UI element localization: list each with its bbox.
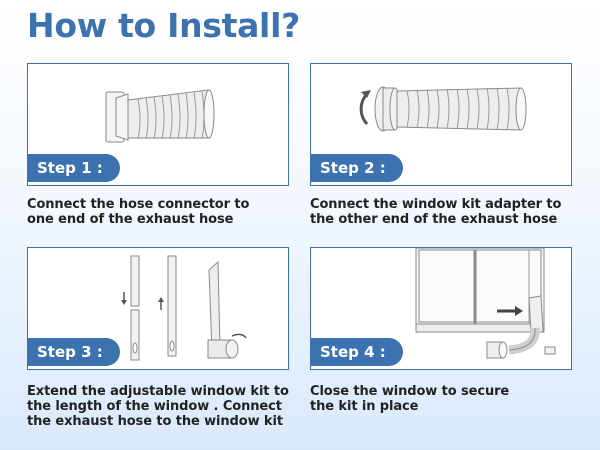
step-1-caption: Connect the hose connector to one end of… [27,197,307,227]
window-installed-icon [415,248,556,359]
step-2-caption-line-2: the other end of the exhaust hose [310,212,558,227]
step-1-caption-line-2: one end of the exhaust hose [27,212,234,227]
step-1-label: Step 1 : [28,154,120,182]
step-3-panel: Step 3 : [27,247,289,370]
step-4-caption-line-2: the kit in place [310,399,419,414]
step-3-label: Step 3 : [28,338,120,366]
page-title: How to Install? [27,6,300,45]
window-kit-adapter-icon [359,86,527,132]
hose-connector-icon [105,89,215,143]
step-2-panel: Step 2 : [310,63,572,186]
step-2-caption-line-1: Connect the window kit adapter to [310,197,562,212]
step-2-caption: Connect the window kit adapter to the ot… [310,197,590,227]
step-4-panel: Step 4 : [310,247,572,370]
step-4-label: Step 4 : [311,338,403,366]
step-4-caption: Close the window to secure the kit in pl… [310,384,590,414]
step-3-caption-line-3: the exhaust hose to the window kit [27,414,283,429]
step-1-panel: Step 1 : [27,63,289,186]
step-3-caption-line-1: Extend the adjustable window kit to [27,384,289,399]
step-2-label: Step 2 : [311,154,403,182]
step-1-caption-line-1: Connect the hose connector to [27,197,250,212]
window-kit-slider-icon [121,255,247,361]
step-3-caption-line-2: the length of the window . Connect [27,399,282,414]
step-3-caption: Extend the adjustable window kit to the … [27,384,307,429]
step-4-caption-line-1: Close the window to secure [310,384,510,399]
